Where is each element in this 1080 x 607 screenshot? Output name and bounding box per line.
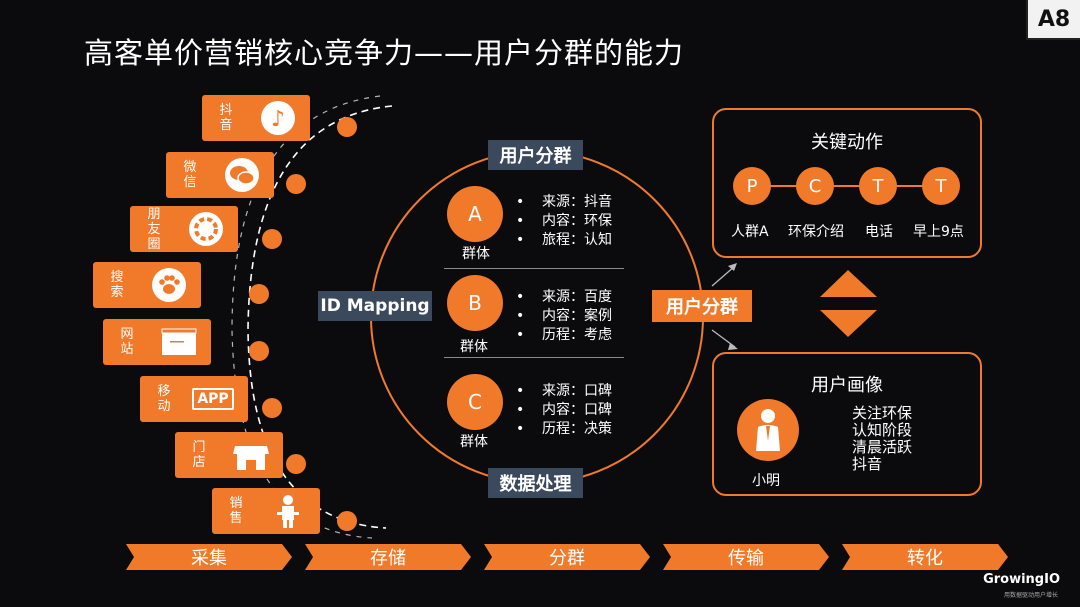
data-processing-label: 数据处理 — [488, 468, 583, 498]
source-label: 门店 — [192, 440, 206, 470]
persona-name: 小明 — [752, 473, 780, 489]
slide-title: 高客单价营销核心竞争力——用户分群的能力 — [84, 36, 685, 70]
source-moments: 朋友圈 — [130, 206, 238, 252]
source-douyin: 抖音 ♪ — [202, 95, 310, 141]
source-search: 搜索 — [93, 262, 201, 308]
arc-node — [337, 511, 357, 531]
store-icon — [231, 436, 271, 474]
divider — [444, 357, 624, 358]
arc-node — [262, 398, 282, 418]
stage-segment: 分群 — [484, 544, 650, 570]
source-label: 微信 — [183, 160, 197, 190]
source-label: 销售 — [229, 496, 243, 526]
source-label: 移动 — [157, 384, 171, 414]
app-icon: APP — [190, 380, 236, 418]
group-label: 群体 — [460, 339, 488, 355]
source-wechat: 微信 — [166, 152, 274, 198]
source-store: 门店 — [175, 432, 283, 478]
user-persona-title: 用户画像 — [811, 375, 883, 396]
action-step-label: 电话 — [865, 224, 893, 240]
brand-tagline: 用数据驱动用户增长 — [1003, 592, 1058, 599]
tiktok-icon: ♪ — [258, 99, 298, 137]
key-actions-title: 关键动作 — [811, 132, 883, 153]
group-label: 群体 — [462, 246, 490, 262]
person-avatar-icon — [737, 399, 799, 461]
group-b-details: •来源：百度 •内容：案例 •历程：考虑 — [516, 289, 612, 343]
action-step-p: P — [733, 167, 771, 205]
stage-collect: 采集 — [126, 544, 292, 570]
paw-icon — [149, 266, 189, 304]
source-label: 搜索 — [110, 270, 124, 300]
action-step-c: C — [796, 167, 834, 205]
action-step-t1: T — [859, 167, 897, 205]
source-label: 朋友圈 — [147, 206, 161, 252]
arc-node — [249, 341, 269, 361]
group-a-badge: A — [447, 186, 503, 242]
group-b-badge: B — [447, 275, 503, 331]
action-step-label: 环保介绍 — [788, 224, 844, 240]
moments-icon — [186, 210, 226, 248]
divider — [444, 268, 624, 269]
browser-icon — [159, 323, 199, 361]
id-mapping-label: ID Mapping — [318, 291, 432, 321]
brand-logo: GrowingIO — [983, 572, 1060, 587]
source-mobile: 移动 APP — [140, 376, 248, 422]
salesperson-icon — [268, 492, 308, 530]
source-label: 抖音 — [219, 103, 233, 133]
wechat-icon — [222, 156, 262, 194]
slide-number-badge: A8 — [1026, 0, 1080, 40]
stage-transfer: 传输 — [663, 544, 829, 570]
stage-convert: 转化 — [842, 544, 1008, 570]
key-actions-card — [712, 108, 982, 258]
action-step-label: 早上9点 — [913, 224, 964, 240]
arc-node — [262, 229, 282, 249]
arc-node — [337, 117, 357, 137]
stage-store: 存储 — [305, 544, 471, 570]
source-website: 网站 — [103, 319, 211, 365]
persona-traits: 关注环保 认知阶段 清晨活跃 抖音 — [852, 404, 913, 473]
segmentation-right-label: 用户分群 — [652, 290, 752, 322]
arc-node — [249, 284, 269, 304]
svg-text:♪: ♪ — [271, 107, 285, 132]
group-c-details: •来源：口碑 •内容：口碑 •历程：决策 — [516, 383, 612, 437]
user-persona-card — [712, 352, 982, 496]
group-label: 群体 — [460, 434, 488, 450]
group-a-details: •来源：抖音 •内容：环保 •旅程：认知 — [516, 194, 612, 248]
source-sales: 销售 — [212, 488, 320, 534]
action-step-label: 人群A — [731, 224, 769, 240]
arc-node — [286, 174, 306, 194]
group-c-badge: C — [447, 374, 503, 430]
action-step-t2: T — [922, 167, 960, 205]
arc-node — [286, 454, 306, 474]
segmentation-top-label: 用户分群 — [488, 140, 583, 170]
source-label: 网站 — [120, 327, 134, 357]
